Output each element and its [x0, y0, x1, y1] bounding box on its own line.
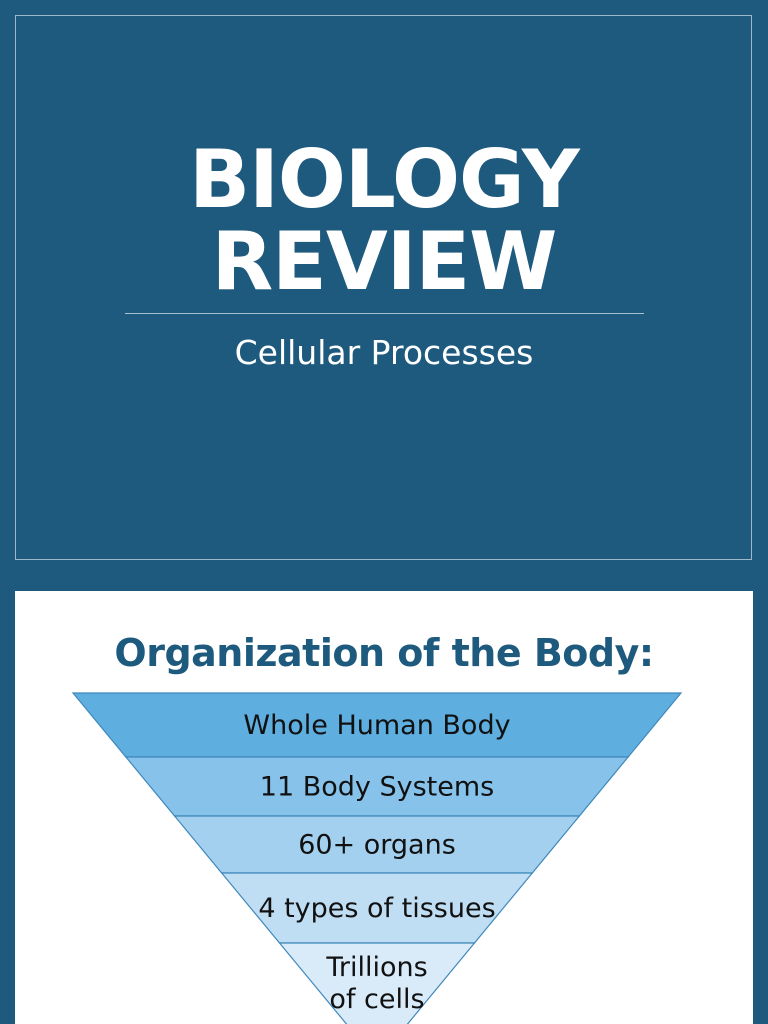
funnel-level-5	[278, 942, 476, 1024]
title-divider	[125, 313, 644, 314]
funnel-level-2-label: 11 Body Systems	[260, 772, 494, 803]
funnel-level-5-label: Trillions	[325, 952, 427, 983]
funnel-level-3-label: 60+ organs	[298, 830, 456, 861]
organization-slide: Organization of the Body: Whole Human Bo…	[15, 591, 753, 1024]
funnel-level-4-label: 4 types of tissues	[258, 893, 495, 924]
organization-funnel: Whole Human Body 11 Body Systems 60+ organ…	[71, 692, 683, 1024]
slide-title-line-1: BIOLOGY	[189, 133, 580, 226]
slide-frame	[15, 15, 752, 560]
funnel-level-1-label: Whole Human Body	[243, 710, 510, 741]
slide-title-line-2: REVIEW	[211, 215, 558, 308]
title-slide: BIOLOGY REVIEW Cellular Processes	[15, 15, 752, 560]
slide-subtitle: Cellular Processes	[234, 333, 534, 372]
funnel-level-5-label: of cells	[329, 984, 424, 1015]
organization-title: Organization of the Body:	[114, 631, 654, 675]
